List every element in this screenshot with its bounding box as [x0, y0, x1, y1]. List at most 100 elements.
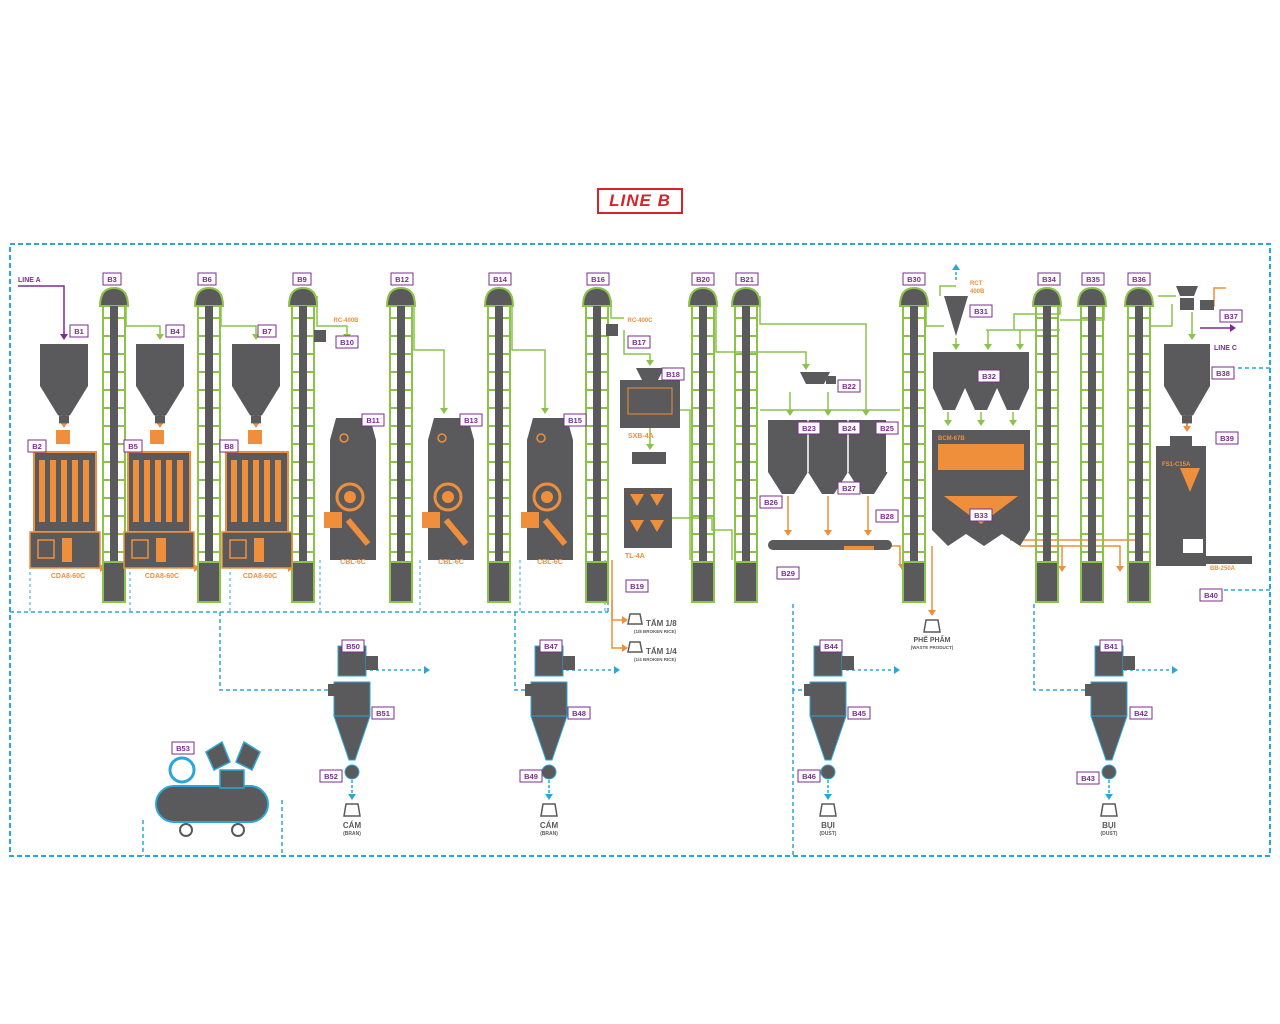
fan-outlet [842, 656, 854, 670]
ribbing [83, 460, 89, 522]
cyclone-B10 [314, 330, 326, 342]
tag-B16: B16 [586, 272, 610, 286]
fan-outlet [563, 656, 575, 670]
machine-label: CDA8-60C [145, 573, 179, 580]
elevator-head [98, 286, 130, 307]
tag-text: B7 [262, 327, 272, 336]
polisher-B11 [324, 418, 376, 560]
tag-text: B44 [824, 642, 839, 651]
cyclone-inlet [804, 684, 812, 696]
motor-top [56, 430, 70, 444]
hopper-B7-spout [251, 415, 261, 424]
elevator-boot [585, 561, 609, 603]
rotor [335, 482, 365, 512]
sorter-outlets [932, 530, 1030, 546]
whitener-B5 [123, 430, 195, 569]
tag-B14: B14 [488, 272, 512, 286]
sifter-feed [636, 368, 664, 380]
tag-B34: B34 [1037, 272, 1061, 286]
tag-box [219, 439, 239, 453]
tag-box [627, 335, 651, 349]
tag-text: B32 [982, 372, 996, 381]
grader-B19 [624, 488, 672, 548]
arrow-head [1230, 324, 1236, 332]
cyclone-B31 [944, 296, 968, 336]
tag-B51: B51 [371, 706, 395, 720]
arrow-head [424, 666, 430, 674]
tag-text: B34 [1042, 275, 1057, 284]
cylinder [205, 740, 231, 772]
flow-line [715, 296, 807, 366]
elevator-belt [1135, 306, 1143, 602]
tag-text: B5 [128, 442, 138, 451]
ribbing [50, 460, 56, 522]
arrow-head [541, 408, 549, 414]
tag-text: B6 [202, 275, 212, 284]
bin-cone [933, 388, 965, 410]
flow-line [511, 296, 546, 410]
tag-B12: B12 [390, 272, 414, 286]
tag-B1: B1 [69, 324, 89, 338]
tag-B45: B45 [847, 706, 871, 720]
output-tam14: TẤM 1/4 [646, 646, 677, 656]
tag-text: B26 [764, 498, 778, 507]
cyclone-inlet [328, 684, 336, 696]
bins-B23-B25 [768, 420, 886, 472]
tag-box [292, 272, 312, 286]
dust-cyclone-1 [328, 645, 378, 817]
dust-cyclone-3 [804, 645, 854, 817]
control-panel [37, 539, 55, 559]
rotor-hub [442, 491, 454, 503]
tag-text: B9 [297, 275, 307, 284]
flow-line [413, 296, 445, 410]
tag-text: B8 [224, 442, 234, 451]
bag-waste [923, 619, 941, 633]
tag-B21: B21 [735, 272, 759, 286]
tag-B48: B48 [567, 706, 591, 720]
machine-label: CBL-6C [340, 559, 366, 566]
elevator-head [730, 286, 762, 307]
collection-bag [819, 803, 837, 817]
ribbing [61, 460, 67, 522]
motor-top [150, 430, 164, 444]
rotor-hub [344, 491, 356, 503]
tag-box [519, 769, 543, 783]
arrow-head [1009, 420, 1017, 426]
sifter-B18 [620, 380, 680, 428]
flow-line [939, 285, 956, 296]
flow-line [316, 296, 348, 336]
machine-label: SXB-4A [628, 433, 654, 440]
cyclone-cone [1090, 715, 1128, 761]
flow-line [678, 409, 691, 560]
tag-text: B17 [632, 338, 646, 347]
collection-bag [343, 803, 361, 817]
tag-text: B3 [107, 275, 117, 284]
motor [521, 512, 539, 528]
duct [219, 612, 330, 691]
tag-B6: B6 [197, 272, 217, 286]
tag-B13: B13 [459, 413, 483, 427]
tag-B31: B31 [969, 304, 993, 318]
cyclone-B37 [1176, 286, 1198, 296]
fan-outlet [1123, 656, 1135, 670]
tag-B4: B4 [165, 324, 185, 338]
tag-B29: B29 [776, 566, 800, 580]
tag-box [459, 413, 483, 427]
tag-box [1081, 272, 1105, 286]
tag-text: B42 [1134, 709, 1148, 718]
elevator-boot [389, 561, 413, 603]
packer-top [1170, 436, 1192, 448]
fan-B37 [1200, 300, 1214, 310]
bag-tam18 [627, 613, 643, 625]
arrow-head [894, 666, 900, 674]
dust-cyclone-2 [525, 645, 575, 817]
tag-text: B45 [852, 709, 866, 718]
crankcase [219, 769, 245, 789]
tag-box [691, 272, 715, 286]
elevator-belt [205, 306, 213, 602]
bucket-elevator-B35 [1076, 286, 1108, 603]
machine-label: RC-400B [333, 318, 359, 324]
discharge-chute [345, 518, 371, 546]
